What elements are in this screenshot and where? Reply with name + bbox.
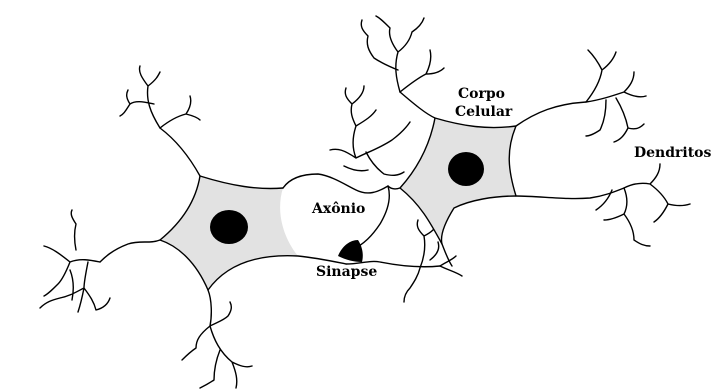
right-dendrite-right xyxy=(586,50,646,142)
label-axonio: Axônio xyxy=(311,201,365,217)
right-dendrite-upper xyxy=(361,16,444,92)
left-dendrite-lower xyxy=(40,210,110,312)
left-nucleus xyxy=(210,210,248,244)
label-sinapse: Sinapse xyxy=(316,264,377,280)
label-dendritos: Dendritos xyxy=(634,145,712,161)
axon-upper-branches xyxy=(330,86,410,175)
axon-terminal-branches xyxy=(404,220,462,302)
left-dendrite-upper xyxy=(120,66,200,128)
right-nucleus xyxy=(448,152,484,186)
right-dendrite-lower xyxy=(596,164,690,246)
left-dendrite-bottom xyxy=(182,302,252,388)
left-soma-top-edge xyxy=(160,128,283,189)
left-neuron xyxy=(40,66,346,388)
right-neuron xyxy=(361,16,690,266)
label-corpo-celular-line1: Corpo xyxy=(458,86,505,102)
label-corpo-celular-line2: Celular xyxy=(455,104,513,120)
synapse-terminal xyxy=(338,240,363,262)
